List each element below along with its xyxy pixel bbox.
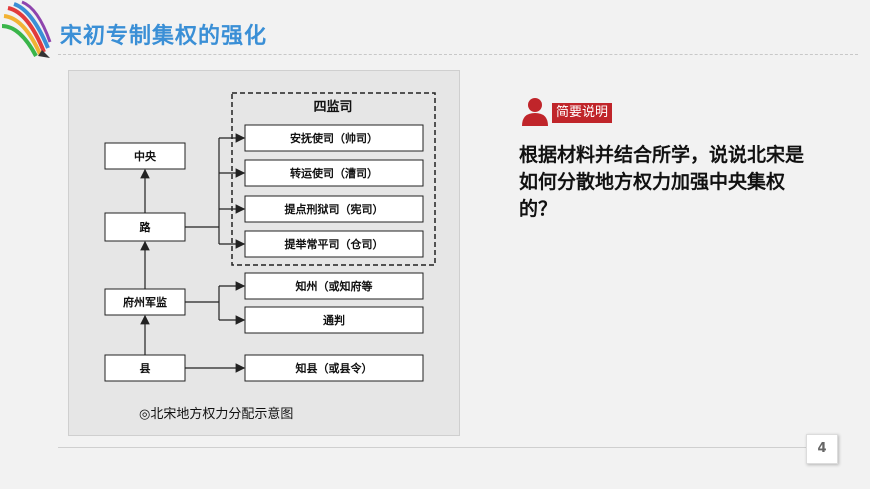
vice-prefect-label: 通判 [323, 313, 345, 327]
supervisor-box-1 [244, 124, 424, 152]
supervisor-box-3 [244, 195, 424, 223]
title-divider [58, 54, 858, 55]
person-icon [522, 98, 548, 126]
supervisors-group-title: 四监司 [313, 99, 352, 115]
power-distribution-diagram: 四监司 中央 路 府州军监 县 安抚使司（帅司） 转运使司（漕司） 提点刑狱司（… [104, 92, 436, 382]
prefecture-box-label: 府州军监 [123, 295, 167, 309]
county-box-label: 县 [140, 362, 151, 375]
diagram-panel: 四监司 中央 路 府州军监 县 安抚使司（帅司） 转运使司（漕司） 提点刑狱司（… [68, 70, 460, 436]
center-box-label: 中央 [134, 149, 157, 163]
supervisors-group-border [231, 92, 436, 266]
vice-prefect-box [244, 306, 424, 334]
colorful-pencil-logo-icon [1, 0, 52, 58]
note-badge: 简要说明 [552, 103, 613, 123]
supervisor-label-1: 安抚使司（帅司） [290, 131, 378, 145]
prefecture-box [104, 288, 186, 316]
supervisor-label-3: 提点刑狱司（宪司） [285, 202, 384, 216]
page-number: 4 [806, 434, 838, 464]
prefect-box [244, 272, 424, 300]
supervisor-label-2: 转运使司（漕司） [290, 166, 378, 180]
footer-divider [58, 447, 808, 448]
center-box [104, 142, 186, 170]
supervisor-label-4: 提举常平司（仓司） [285, 237, 384, 251]
diagram-caption: ◎北宋地方权力分配示意图 [139, 407, 294, 422]
prefect-label: 知州（或知府等 [295, 279, 373, 293]
slide-title: 宋初专制集权的强化 [60, 24, 268, 49]
county-box [104, 354, 186, 382]
note-question-text: 根据材料并结合所学，说说北宋是如何分散地方权力加强中央集权的？ [519, 144, 805, 220]
magistrate-box [244, 354, 424, 382]
magistrate-label: 知县（或县令） [295, 361, 373, 375]
road-box-label: 路 [140, 220, 152, 234]
